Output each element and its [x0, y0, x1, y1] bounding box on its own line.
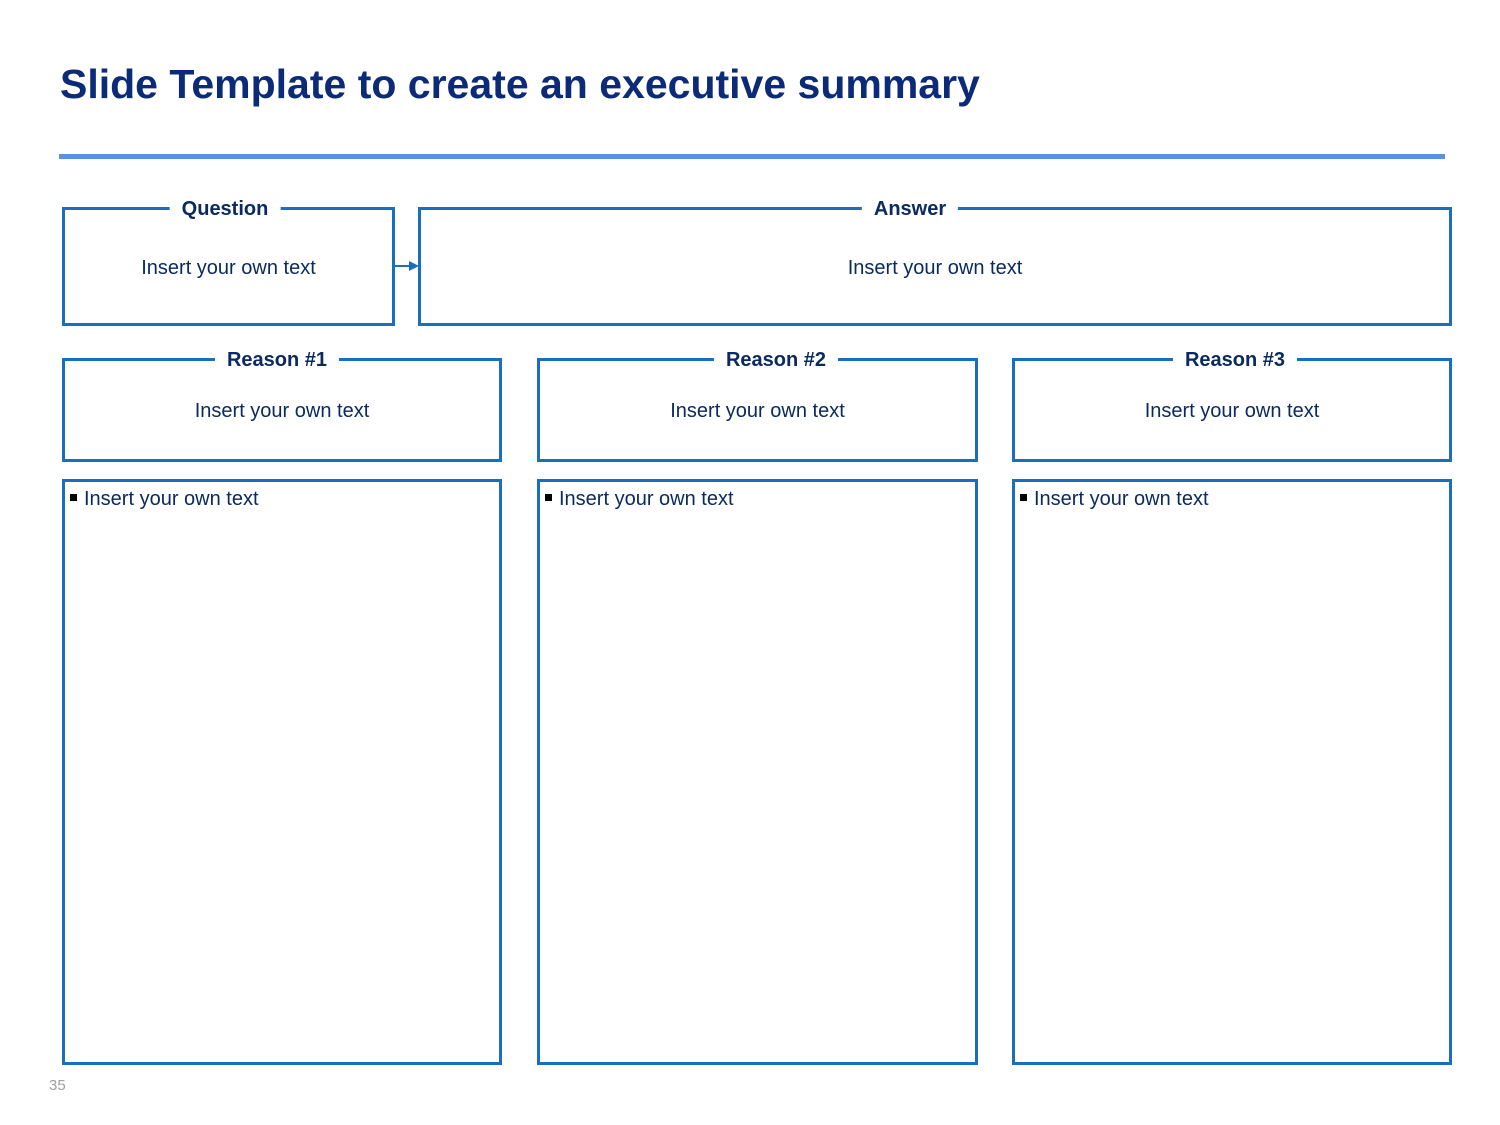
- bullet-item[interactable]: Insert your own text: [545, 487, 734, 511]
- page-number: 35: [49, 1077, 66, 1094]
- square-bullet-icon: [1020, 493, 1027, 501]
- reason-box-1[interactable]: Reason #1 Insert your own text: [62, 348, 502, 462]
- reason-text-1[interactable]: Insert your own text: [194, 400, 370, 422]
- reason-detail-box-3[interactable]: Insert your own text: [1012, 479, 1452, 1065]
- bullet-text: Insert your own text: [1034, 488, 1209, 510]
- reason-detail-box-2[interactable]: Insert your own text: [537, 479, 978, 1065]
- reason-box-3[interactable]: Reason #3 Insert your own text: [1012, 348, 1452, 462]
- slide-title: Slide Template to create an executive su…: [60, 61, 980, 107]
- bullet-text: Insert your own text: [84, 488, 259, 510]
- title-divider: [59, 154, 1445, 159]
- answer-label: Answer: [861, 197, 959, 221]
- arrow-right-icon: [393, 261, 419, 271]
- reason-box-2[interactable]: Reason #2 Insert your own text: [537, 348, 978, 462]
- question-box[interactable]: Question Insert your own text: [62, 197, 395, 326]
- square-bullet-icon: [70, 493, 77, 501]
- reason-text-3[interactable]: Insert your own text: [1144, 400, 1320, 422]
- reason-text-2[interactable]: Insert your own text: [670, 400, 845, 422]
- reason-detail-box-1[interactable]: Insert your own text: [62, 479, 502, 1065]
- square-bullet-icon: [545, 493, 552, 501]
- question-text[interactable]: Insert your own text: [141, 257, 316, 279]
- answer-text[interactable]: Insert your own text: [847, 257, 1023, 279]
- reason-label-1: Reason #1: [214, 348, 340, 372]
- bullet-item[interactable]: Insert your own text: [70, 487, 259, 511]
- bullet-text: Insert your own text: [559, 488, 734, 510]
- reason-label-2: Reason #2: [713, 348, 839, 372]
- bullet-item[interactable]: Insert your own text: [1020, 487, 1209, 511]
- answer-box[interactable]: Answer Insert your own text: [418, 197, 1452, 326]
- question-label: Question: [169, 197, 281, 221]
- reason-label-3: Reason #3: [1172, 348, 1298, 372]
